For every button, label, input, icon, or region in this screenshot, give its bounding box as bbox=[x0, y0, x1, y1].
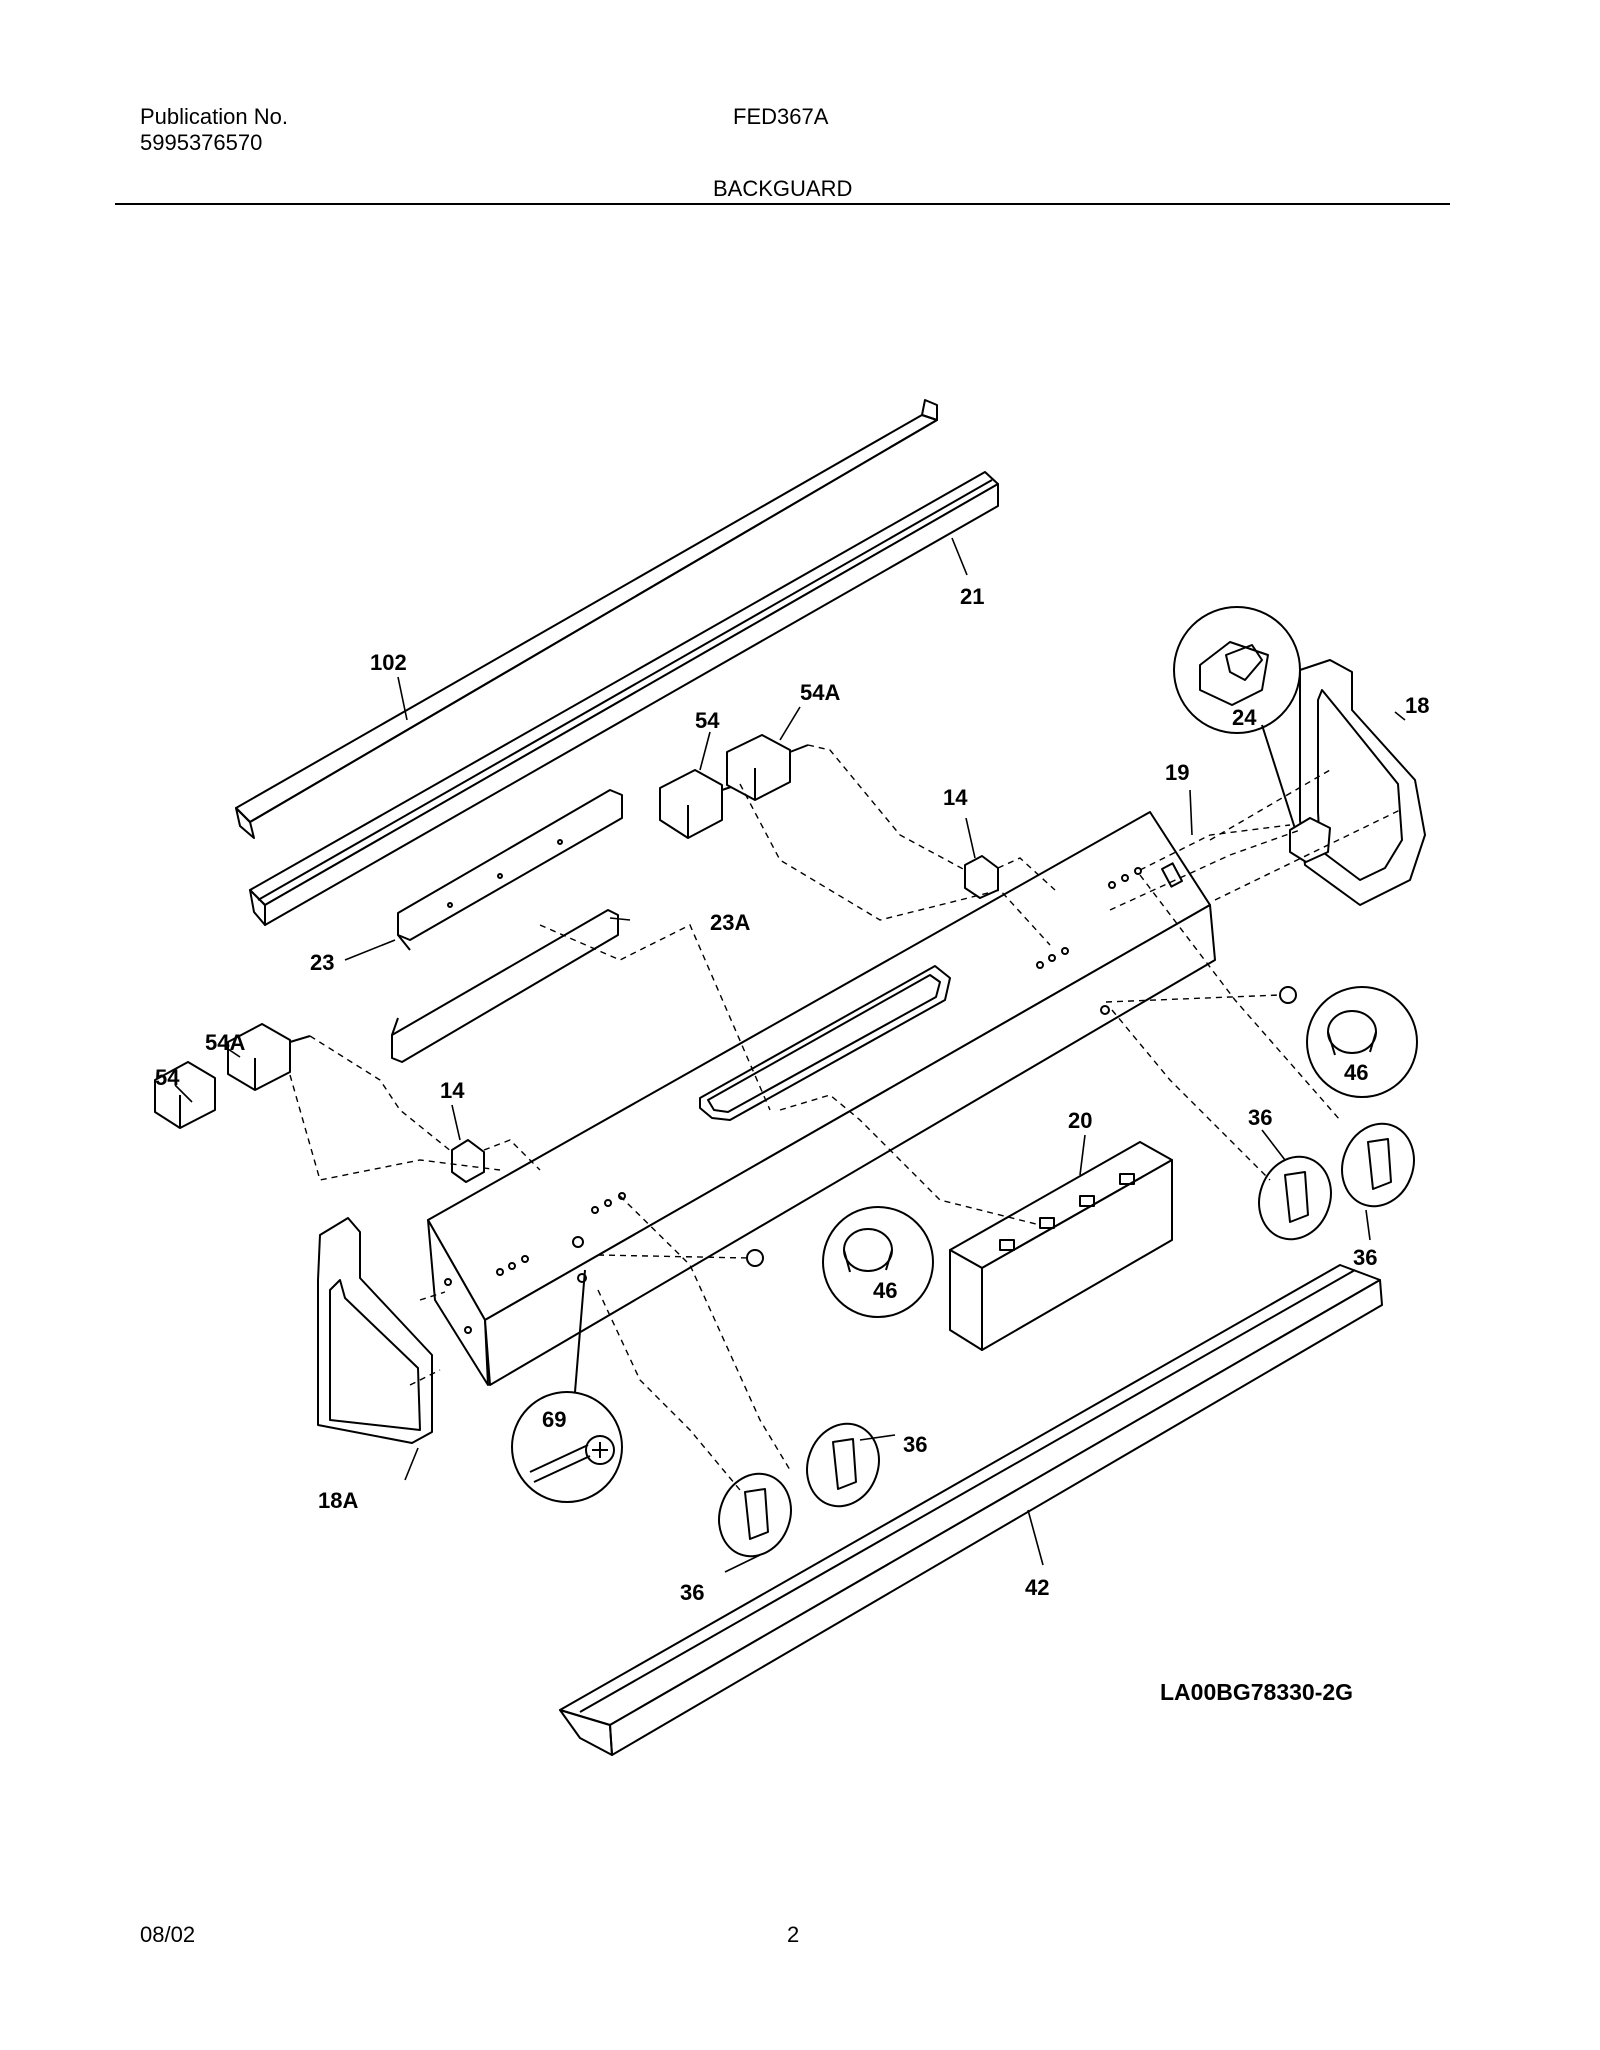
part-54a-switch-top bbox=[726, 734, 809, 801]
footer-date: 08/02 bbox=[140, 1922, 196, 1947]
section-title: BACKGUARD bbox=[713, 176, 853, 201]
part-23a-bracket bbox=[391, 909, 619, 1063]
part-19-backguard-panel bbox=[427, 811, 1216, 1386]
leader-lines bbox=[174, 537, 1406, 1573]
publication-label: Publication No. bbox=[140, 104, 288, 129]
callout-46-right: 46 bbox=[1344, 1060, 1368, 1085]
callout-54a-left: 54A bbox=[205, 1030, 245, 1055]
part-14-clip-left bbox=[451, 1139, 485, 1183]
callout-18a: 18A bbox=[318, 1488, 358, 1513]
callout-42: 42 bbox=[1025, 1575, 1049, 1600]
callout-23: 23 bbox=[310, 950, 334, 975]
part-24-detail-circle bbox=[1173, 606, 1306, 861]
part-46-detail-circle-right bbox=[1279, 986, 1418, 1098]
callout-19: 19 bbox=[1165, 760, 1189, 785]
callout-102: 102 bbox=[370, 650, 407, 675]
callout-36-b: 36 bbox=[1353, 1245, 1377, 1270]
part-18-end-cap bbox=[1299, 659, 1426, 906]
callout-36-d: 36 bbox=[680, 1580, 704, 1605]
callout-20: 20 bbox=[1068, 1108, 1092, 1133]
part-36-knob-d bbox=[718, 1472, 792, 1558]
header-rule bbox=[115, 203, 1450, 205]
part-102-trim-strip bbox=[235, 399, 938, 839]
diagram-reference-code: LA00BG78330-2G bbox=[1160, 1679, 1353, 1705]
part-54a-switch-left bbox=[227, 1023, 311, 1091]
callout-46-center: 46 bbox=[873, 1278, 897, 1303]
callout-54-left: 54 bbox=[155, 1065, 180, 1090]
part-54-switch-top bbox=[659, 769, 741, 839]
part-69-screw-detail bbox=[511, 1269, 623, 1503]
part-46-detail-circle-center bbox=[746, 1206, 934, 1318]
callout-36-c: 36 bbox=[903, 1432, 927, 1457]
footer-page-number: 2 bbox=[787, 1922, 800, 1947]
callout-23a: 23A bbox=[710, 910, 750, 935]
callout-54a-top: 54A bbox=[800, 680, 840, 705]
callout-21: 21 bbox=[960, 584, 984, 609]
part-36-knob-c bbox=[806, 1422, 880, 1508]
part-20-control-board bbox=[949, 1141, 1173, 1351]
callout-36-a: 36 bbox=[1248, 1105, 1272, 1130]
part-18a-end-cap bbox=[317, 1217, 433, 1444]
callout-14-right: 14 bbox=[943, 785, 968, 810]
part-42-lower-trim bbox=[559, 1264, 1383, 1756]
assembly-lines bbox=[289, 744, 1401, 1491]
callout-24: 24 bbox=[1232, 705, 1257, 730]
part-24-rocker-switch bbox=[1289, 817, 1331, 863]
part-23-bracket bbox=[397, 789, 623, 951]
part-36-knob-b bbox=[1341, 1122, 1415, 1208]
callout-14-left: 14 bbox=[440, 1078, 465, 1103]
callout-18: 18 bbox=[1405, 693, 1429, 718]
part-36-knob-a bbox=[1258, 1155, 1332, 1241]
callout-54-top: 54 bbox=[695, 708, 720, 733]
publication-number: 5995376570 bbox=[140, 130, 263, 155]
model-number: FED367A bbox=[733, 104, 829, 129]
callout-69: 69 bbox=[542, 1407, 566, 1432]
part-21-channel-trim bbox=[249, 471, 999, 926]
